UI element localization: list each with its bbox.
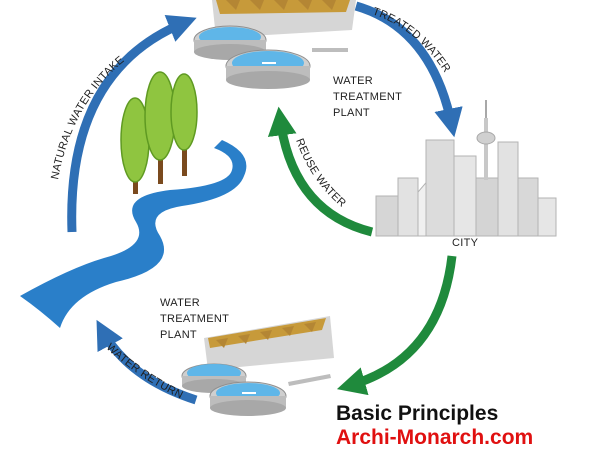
natural-water-intake-arrow <box>67 15 197 233</box>
plant-bottom-label-line1: WATER <box>160 297 200 309</box>
plant-top-label-line1: WATER <box>333 75 373 87</box>
treatment-plant-bottom-icon <box>181 316 334 416</box>
plant-bottom-label-line3: PLANT <box>160 329 197 341</box>
water-return-label: WATER RETURN <box>104 341 185 401</box>
treated-water-arrow <box>354 1 463 138</box>
plant-top-label-line2: TREATMENT <box>333 91 402 103</box>
city-label: CITY <box>452 237 479 249</box>
city-to-plant-arrow <box>336 255 457 396</box>
branding-site: Archi-Monarch.com <box>336 426 534 449</box>
tree-icon <box>170 73 198 176</box>
branding-title: Basic Principles <box>336 402 499 425</box>
plant-top-label-line3: PLANT <box>333 107 370 119</box>
river <box>20 140 247 328</box>
water-return-arrow <box>96 319 198 405</box>
reuse-water-arrow <box>267 106 374 237</box>
tree-icon <box>144 71 176 184</box>
tree-icon <box>120 97 150 194</box>
plant-top-label: WATER TREATMENT PLANT <box>333 75 402 119</box>
plant-bottom-label-line2: TREATMENT <box>160 313 229 325</box>
treatment-plant-top-icon <box>193 0 356 89</box>
city-icon <box>375 100 557 237</box>
plant-bottom-label: WATER TREATMENT PLANT <box>160 297 229 341</box>
reuse-water-label: REUSE WATER <box>293 137 348 210</box>
